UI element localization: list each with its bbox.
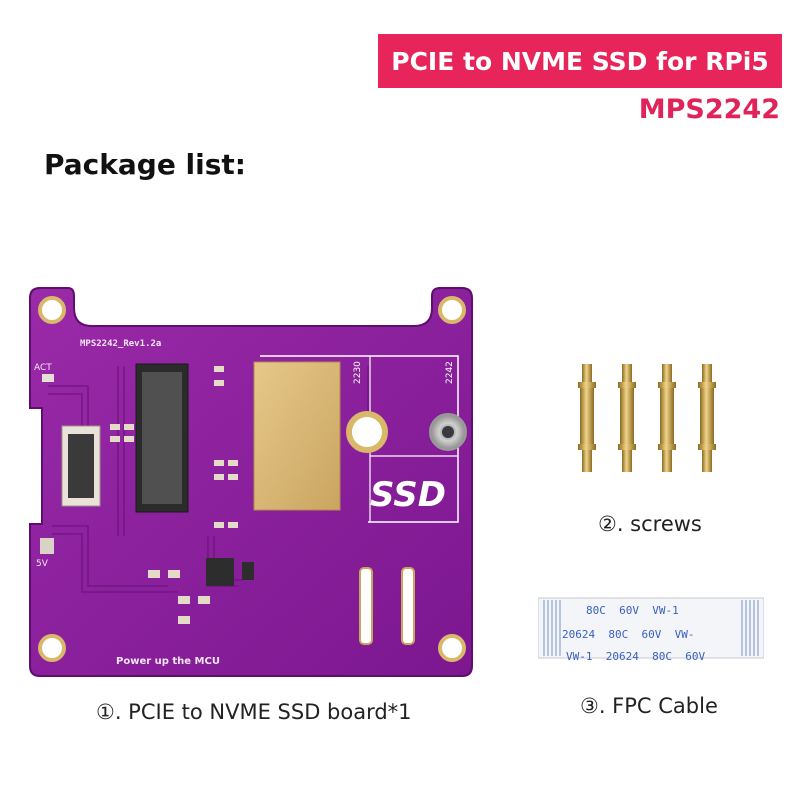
small-chip — [242, 562, 254, 580]
caption-screws: ②. screws — [598, 512, 702, 536]
standoff-screw — [658, 364, 676, 472]
ssd-silkscreen-label: SSD — [370, 475, 446, 515]
ssd-gold-pad — [253, 361, 341, 511]
cable-print-line2: 20624 80C 60V VW- — [562, 628, 694, 641]
mount-hole — [438, 634, 466, 662]
cable-contacts-right — [741, 600, 759, 656]
cable-body — [538, 597, 764, 659]
model-number: MPS2242 — [638, 94, 780, 125]
hole-2230 — [346, 411, 388, 453]
act-led — [42, 374, 54, 382]
standoff-hole — [442, 426, 454, 438]
act-label: ACT — [34, 363, 52, 373]
standoff-screw — [698, 364, 716, 472]
size-2242-label: 2242 — [445, 361, 455, 384]
cable-print-line1: 80C 60V VW-1 — [586, 604, 679, 617]
size-2230-label: 2230 — [353, 361, 363, 384]
cable-contacts-left — [543, 600, 561, 656]
screws-image — [578, 364, 716, 472]
five-v-led — [40, 538, 54, 554]
cable-print-line3: VW-1 20624 80C 60V — [566, 650, 705, 660]
mount-hole — [38, 634, 66, 662]
fpc-connector-slot — [68, 434, 94, 498]
mcu-chip — [206, 558, 234, 586]
standoff-screw — [578, 364, 596, 472]
revision-label: MPS2242_Rev1.2a — [80, 339, 161, 349]
standoff-screw — [618, 364, 636, 472]
package-list-heading: Package list: — [44, 148, 247, 181]
product-title-banner: PCIE to NVME SSD for RPi5 — [378, 34, 782, 88]
pcie-nvme-board-image: MPS2242_Rev1.2a ACT 5V Power up the MCU … — [29, 287, 473, 677]
smd-components — [110, 366, 238, 624]
board-slot — [359, 567, 373, 645]
fpc-cable-image: 80C 60V VW-1 20624 80C 60V VW- VW-1 2062… — [538, 597, 764, 660]
five-v-label: 5V — [36, 559, 49, 569]
mount-hole — [438, 296, 466, 324]
mount-hole — [38, 296, 66, 324]
caption-fpc-cable: ③. FPC Cable — [580, 694, 718, 718]
power-note-label: Power up the MCU — [116, 656, 220, 667]
board-slot — [401, 567, 415, 645]
m2-connector-pins — [142, 372, 182, 504]
caption-board: ①. PCIE to NVME SSD board*1 — [96, 700, 412, 724]
